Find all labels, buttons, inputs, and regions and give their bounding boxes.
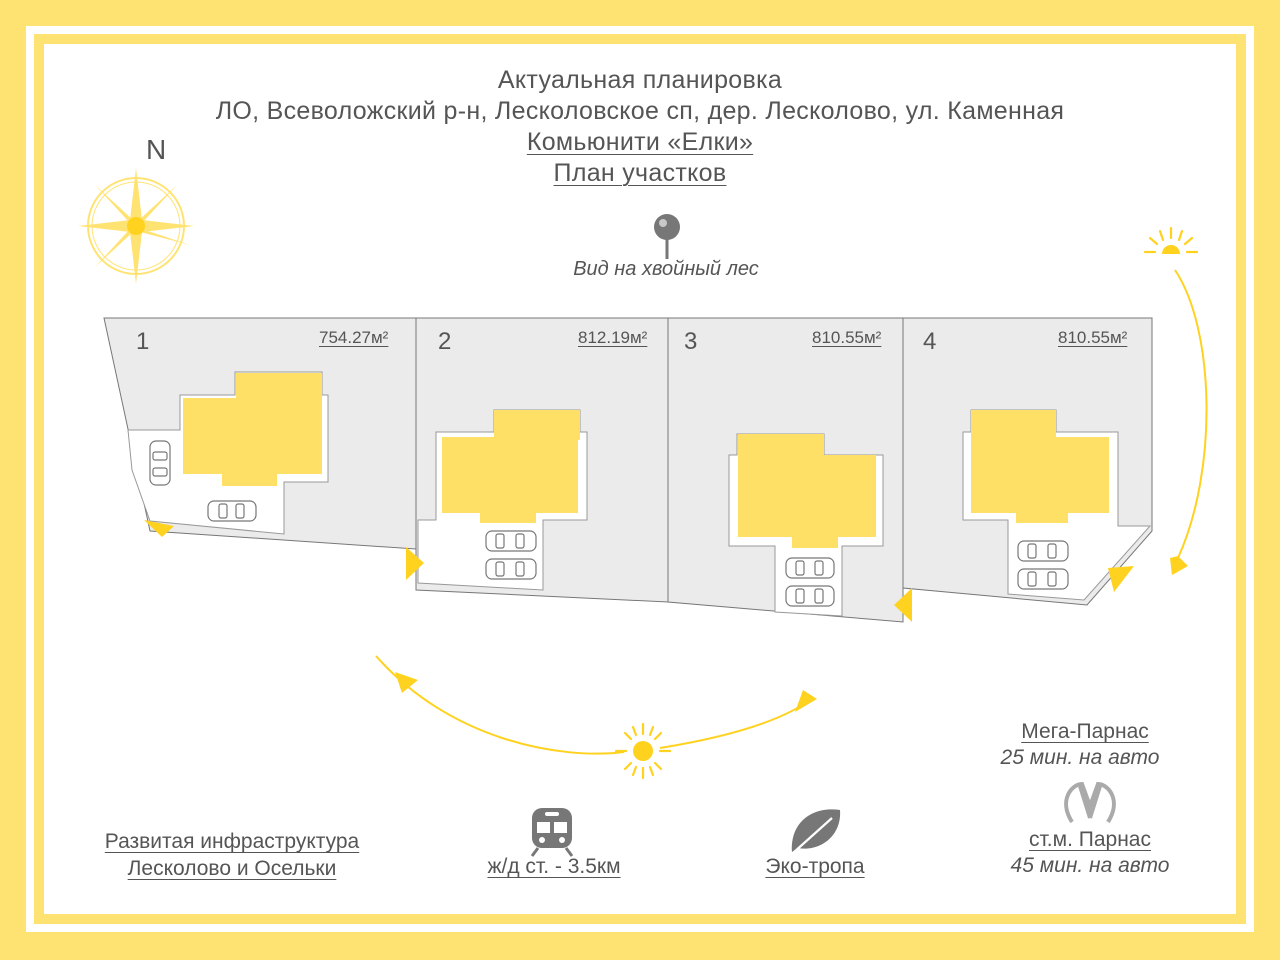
infrastructure-line2[interactable]: Лесколово и Осельки [127,857,337,880]
map-pin-icon [654,214,680,259]
plot-3-area: 810.55м² [812,328,882,347]
railway-label[interactable]: ж/д ст. - 3.5км [487,855,621,878]
plot-2-area: 812.19м² [578,328,648,347]
plot-3-number: 3 [684,328,698,355]
infrastructure-line1[interactable]: Развитая инфраструктура [104,830,360,853]
plot-4-area: 810.55м² [1058,328,1128,347]
eco-trail-label[interactable]: Эко-тропа [765,855,865,878]
north-label: N [146,134,167,165]
mega-parnas-label[interactable]: Мега-Парнас [1021,720,1149,743]
plot-1-number: 1 [136,328,150,355]
compass-rose-icon [78,168,194,284]
plan-title: Актуальная планировка [497,66,783,94]
sun-path-bottom [375,655,817,780]
mega-parnas-time: 25 мин. на авто [1000,746,1160,769]
plot-4-number: 4 [923,328,937,355]
plan-address: ЛО, Всеволожский р-н, Лесколовское сп, д… [215,97,1065,125]
train-icon [530,808,574,857]
plot-2-number: 2 [438,328,452,355]
plot-4[interactable] [902,317,1153,606]
leaf-icon [791,809,841,854]
plot-1-area: 754.27м² [319,328,389,347]
parking-cars [149,440,1069,607]
community-name[interactable]: Комьюнити «Елки» [526,128,754,156]
forest-view-label: Вид на хвойный лес [573,258,759,280]
plot-1[interactable] [103,317,417,550]
metro-parnas-time: 45 мин. на авто [1010,854,1170,877]
sun-path-right [1143,226,1208,575]
plots-plan-link[interactable]: План участков [553,159,727,187]
plot-3[interactable] [667,317,904,623]
metro-parnas-label[interactable]: ст.м. Парнас [1029,828,1151,851]
plot-2[interactable] [415,317,669,603]
entrance-arrows [144,520,1134,622]
metro-icon [1064,781,1116,824]
